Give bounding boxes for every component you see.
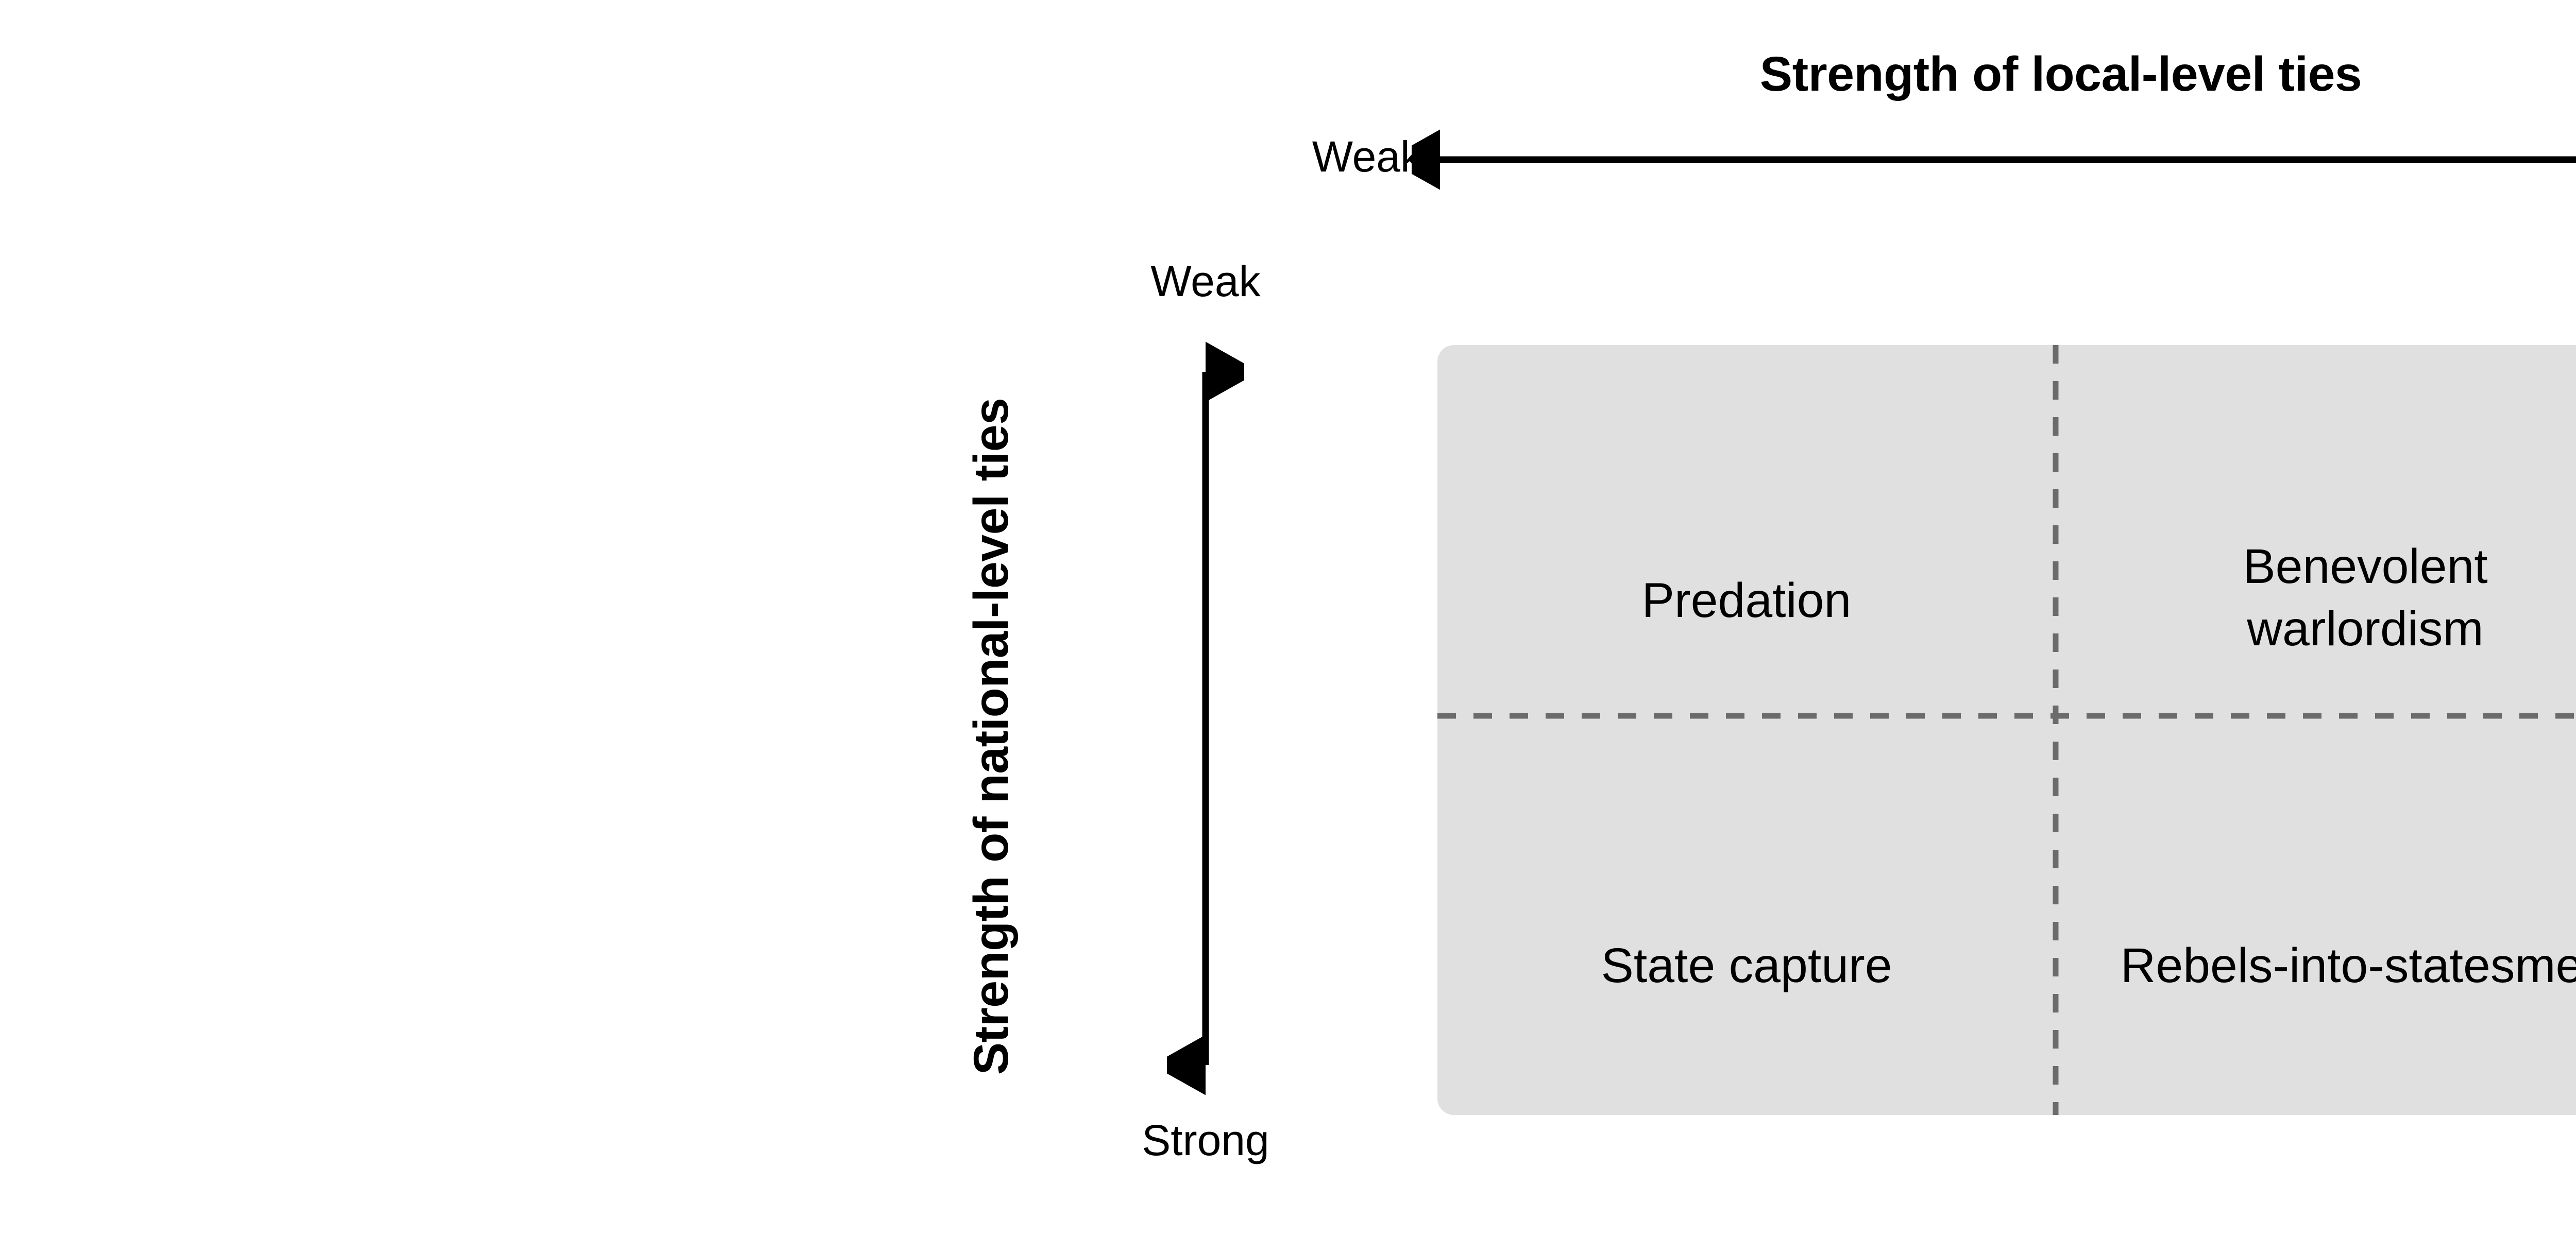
- y-axis-title: Strength of national-level ties: [964, 398, 1019, 1075]
- x-axis-title: Strength of local-level ties: [1759, 47, 2362, 101]
- quadrant-label-bottom-left: State capture: [1601, 938, 1892, 993]
- x-axis-double-arrow-icon: [1412, 129, 2576, 190]
- y-axis-strong-label: Strong: [1142, 1116, 1269, 1164]
- quadrant-label-bottom-right: Rebels-into-statesmen: [2120, 938, 2576, 993]
- quadrant-label-top-right: Benevolent warlordism: [2243, 539, 2488, 656]
- quadrant-matrix-panel: Predation Benevolent warlordism State ca…: [1437, 345, 2576, 1115]
- quadrant-label-top-left: Predation: [1641, 573, 1852, 628]
- quadrant-dividers: [1437, 345, 2576, 1115]
- x-axis-weak-label: Weak: [1312, 132, 1422, 181]
- y-axis-weak-label: Weak: [1150, 257, 1261, 305]
- y-axis-double-arrow-icon: [1167, 341, 1244, 1095]
